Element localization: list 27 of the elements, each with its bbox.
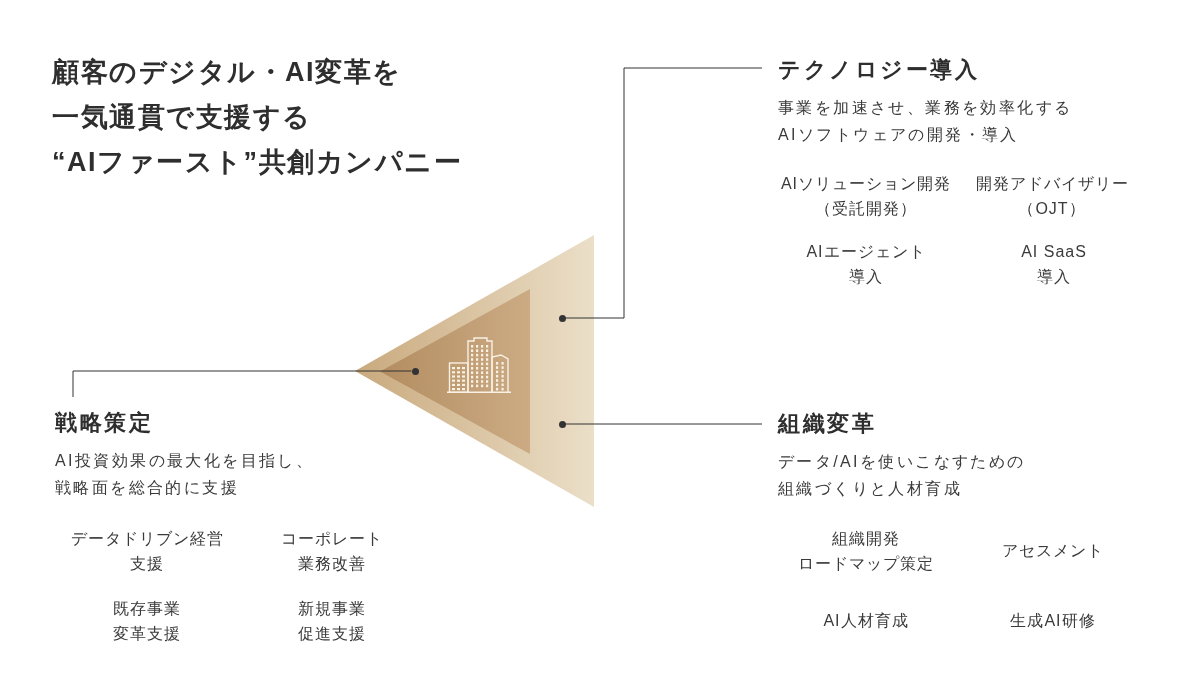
service-name: 開発アドバイザリー（OJT） bbox=[975, 173, 1129, 219]
service-name: 組織開発ロードマップ策定 bbox=[798, 528, 934, 574]
section-heading: 組織変革 bbox=[778, 410, 877, 438]
section-description: AI投資効果の最大化を目指し、戦略面を総合的に支援 bbox=[55, 451, 315, 498]
service-name: データドリブン経営支援 bbox=[70, 528, 224, 574]
service-name: アセスメント bbox=[1002, 540, 1104, 561]
section-heading: テクノロジー導入 bbox=[778, 56, 980, 84]
service-name: 生成AI研修 bbox=[1010, 610, 1096, 631]
section-heading: 戦略策定 bbox=[55, 409, 154, 437]
anchor-dot bbox=[411, 367, 419, 375]
anchor-dot bbox=[558, 420, 566, 428]
page-title: 顧客のデジタル・AI変革を一気通貫で支援する“AIファースト”共創カンパニー bbox=[52, 56, 462, 179]
service-name: 新規事業促進支援 bbox=[298, 598, 366, 644]
anchor-dot bbox=[558, 314, 566, 322]
service-name: コーポレート業務改善 bbox=[281, 528, 383, 574]
section-description: 事業を加速させ、業務を効率化するAIソフトウェアの開発・導入 bbox=[778, 98, 1073, 145]
triangle-shape bbox=[380, 289, 530, 454]
service-name: AI SaaS導入 bbox=[1021, 241, 1087, 287]
leader-line bbox=[565, 423, 763, 425]
service-name: 既存事業変革支援 bbox=[113, 598, 181, 644]
service-name: AIエージェント導入 bbox=[806, 241, 926, 287]
service-name: AI人材育成 bbox=[823, 610, 909, 631]
leader-line bbox=[565, 67, 763, 319]
section-description: データ/AIを使いこなすための組織づくりと人材育成 bbox=[778, 452, 1026, 499]
triangle-shape bbox=[355, 235, 594, 507]
service-name: AIソリューション開発（受託開発） bbox=[780, 173, 952, 219]
leader-line bbox=[72, 370, 412, 398]
